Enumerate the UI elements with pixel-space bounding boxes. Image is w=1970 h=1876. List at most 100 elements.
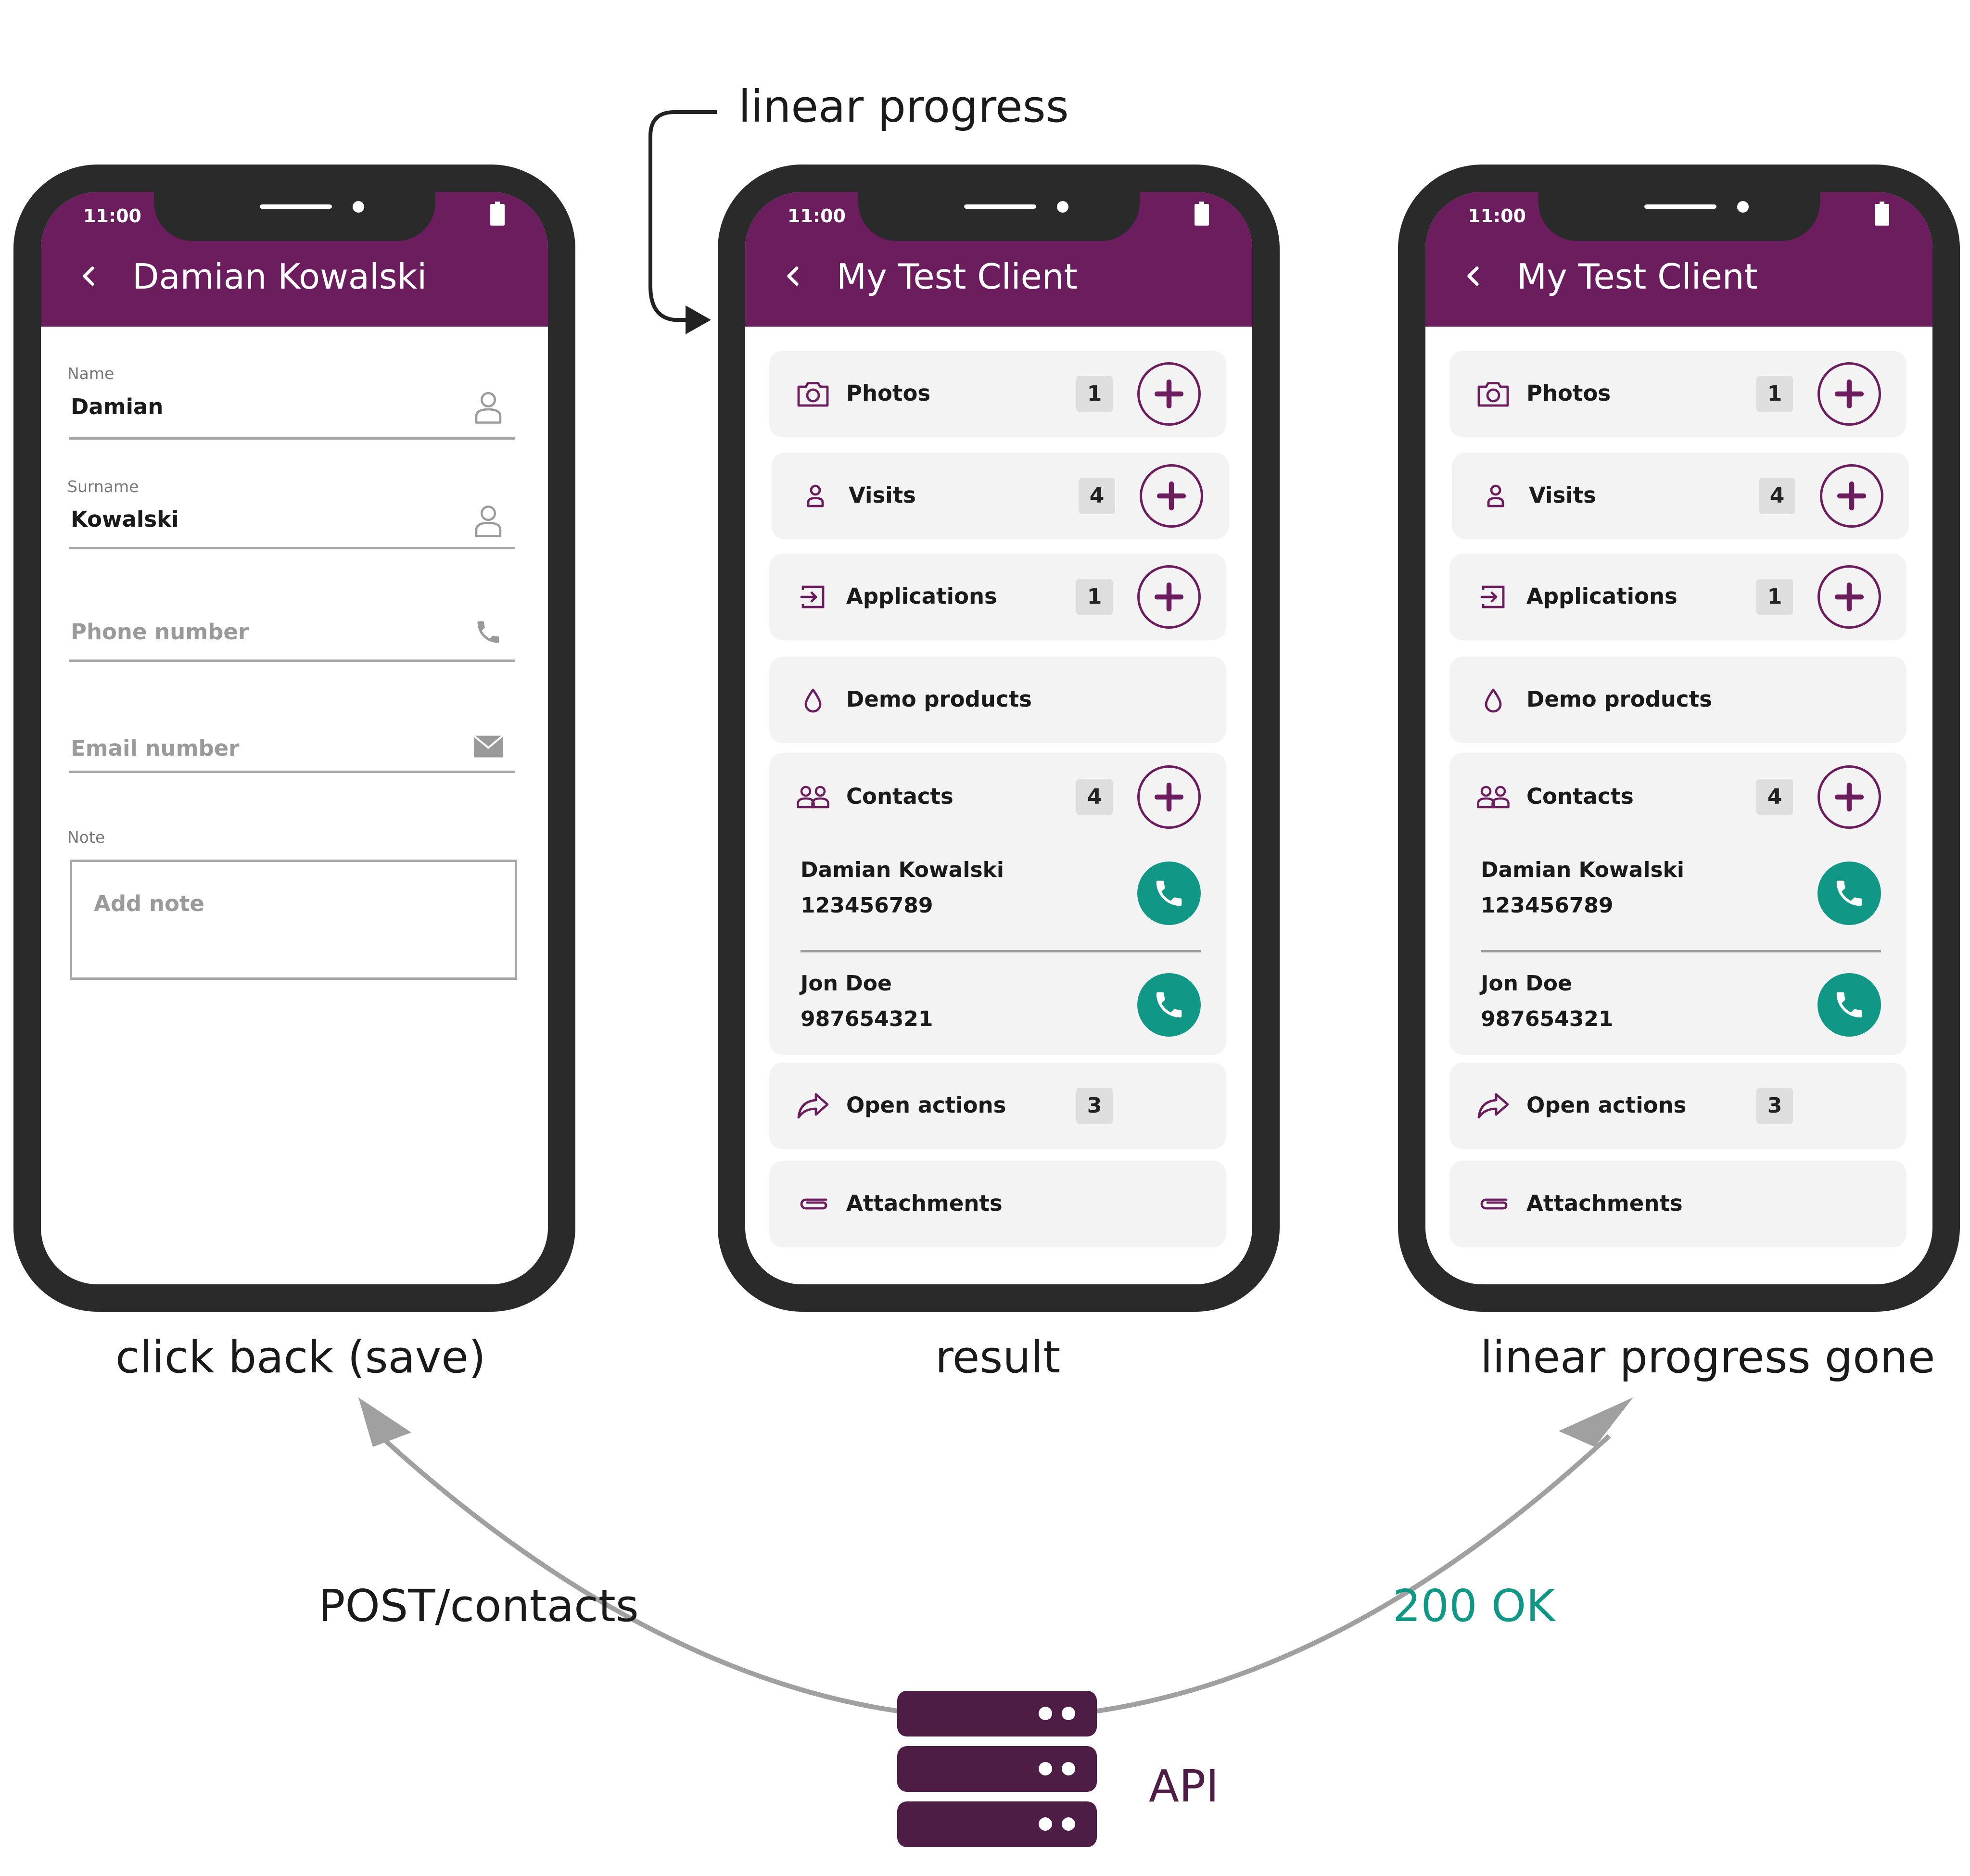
phone-screen: 11:00 My Test Client Photos 1 Visits 4 A…	[1425, 192, 1932, 1284]
applications-count-badge: 1	[1076, 579, 1113, 615]
attachments-row[interactable]: Attachments	[1449, 1161, 1906, 1247]
contact-name: Jon Doe	[801, 971, 892, 996]
contact-name: Damian Kowalski	[1481, 858, 1684, 882]
phone-screen: 11:00 My Test Client Photos 1 Visits 4 A…	[745, 192, 1252, 1284]
photos-label: Photos	[1526, 380, 1611, 406]
contacts-label: Contacts	[1526, 784, 1634, 809]
contact-phone: 987654321	[801, 1007, 933, 1031]
add-application-button[interactable]	[1817, 565, 1881, 629]
applications-label: Applications	[1526, 583, 1678, 609]
note-placeholder: Add note	[94, 891, 204, 916]
photos-row[interactable]: Photos 1	[769, 351, 1226, 437]
contact-divider	[1481, 950, 1881, 952]
phone-notch	[858, 192, 1140, 241]
phone-client-final: 11:00 My Test Client Photos 1 Visits 4 A…	[1398, 165, 1960, 1312]
status-time: 11:00	[1468, 205, 1526, 227]
contact-name: Damian Kowalski	[801, 858, 1004, 882]
call-button[interactable]	[1137, 973, 1201, 1037]
contact-phone: 987654321	[1481, 1007, 1614, 1031]
visits-count-badge: 4	[1759, 478, 1795, 514]
add-contact-button[interactable]	[1137, 765, 1201, 829]
surname-underline	[69, 547, 515, 549]
caption-click-back: click back (save)	[115, 1331, 486, 1383]
note-textarea[interactable]: Add note	[70, 860, 517, 980]
email-field[interactable]: Email number	[71, 735, 240, 761]
linear-progress-arrow	[648, 110, 717, 334]
attachments-label: Attachments	[1526, 1191, 1683, 1216]
visits-row[interactable]: Visits 4	[1452, 453, 1909, 539]
contacts-label: Contacts	[846, 784, 953, 809]
call-button[interactable]	[1817, 862, 1881, 925]
server-icon	[897, 1691, 1097, 1847]
demo-products-label: Demo products	[1526, 686, 1712, 712]
applications-count-badge: 1	[1756, 579, 1793, 615]
visits-count-badge: 4	[1079, 478, 1115, 514]
phone-edit-contact: 11:00 Damian Kowalski Name Damian Surnam…	[13, 165, 575, 1312]
open-actions-row[interactable]: Open actions 3	[1449, 1063, 1906, 1149]
attachments-label: Attachments	[846, 1191, 1003, 1216]
status-time: 11:00	[83, 205, 141, 227]
contact-name: Jon Doe	[1481, 971, 1572, 996]
photos-count-badge: 1	[1756, 376, 1793, 412]
caption-result: result	[935, 1331, 1061, 1383]
attachments-row[interactable]: Attachments	[769, 1161, 1226, 1247]
open-actions-count-badge: 3	[1756, 1088, 1793, 1124]
note-label: Note	[67, 828, 105, 847]
visits-label: Visits	[849, 482, 916, 508]
demo-products-row[interactable]: Demo products	[1449, 657, 1906, 743]
contacts-card: Contacts 4 Damian Kowalski 123456789 Jon…	[1449, 753, 1906, 1055]
visits-row[interactable]: Visits 4	[772, 453, 1229, 539]
add-photo-button[interactable]	[1817, 362, 1881, 426]
phone-notch	[154, 192, 435, 241]
name-label: Name	[67, 364, 114, 383]
call-button[interactable]	[1817, 973, 1881, 1037]
app-bar: 11:00 Damian Kowalski	[41, 192, 548, 327]
photos-count-badge: 1	[1076, 376, 1113, 412]
demo-products-label: Demo products	[846, 686, 1032, 712]
contact-phone: 123456789	[1481, 893, 1614, 918]
email-underline	[69, 771, 515, 773]
photos-row[interactable]: Photos 1	[1449, 351, 1906, 437]
contact-phone: 123456789	[801, 893, 933, 918]
surname-label: Surname	[67, 477, 139, 496]
photos-label: Photos	[846, 380, 931, 406]
page-title: Damian Kowalski	[132, 256, 427, 297]
linear-progress-label: linear progress	[738, 81, 1069, 132]
response-label: 200 OK	[1393, 1580, 1555, 1632]
contacts-card: Contacts 4 Damian Kowalski 123456789 Jon…	[769, 753, 1226, 1055]
applications-row[interactable]: Applications 1	[1449, 554, 1906, 640]
phone-client-result: 11:00 My Test Client Photos 1 Visits 4 A…	[718, 165, 1280, 1312]
contacts-count-badge: 4	[1756, 779, 1793, 815]
applications-row[interactable]: Applications 1	[769, 554, 1226, 640]
contact-divider	[801, 950, 1201, 952]
add-visit-button[interactable]	[1820, 464, 1883, 528]
name-field[interactable]: Damian	[71, 394, 164, 419]
open-actions-label: Open actions	[1526, 1092, 1687, 1118]
add-application-button[interactable]	[1137, 565, 1201, 629]
open-actions-count-badge: 3	[1076, 1088, 1113, 1124]
add-visit-button[interactable]	[1140, 464, 1203, 528]
phone-screen: 11:00 Damian Kowalski Name Damian Surnam…	[41, 192, 548, 1284]
visits-label: Visits	[1529, 482, 1596, 508]
call-button[interactable]	[1137, 862, 1201, 925]
demo-products-row[interactable]: Demo products	[769, 657, 1226, 743]
open-actions-label: Open actions	[846, 1092, 1006, 1118]
add-contact-button[interactable]	[1817, 765, 1881, 829]
surname-field[interactable]: Kowalski	[71, 507, 179, 532]
api-label: API	[1149, 1761, 1219, 1812]
caption-linear-progress-gone: linear progress gone	[1480, 1331, 1935, 1383]
applications-label: Applications	[846, 583, 997, 609]
status-time: 11:00	[788, 205, 846, 227]
app-bar: 11:00 My Test Client	[1425, 192, 1932, 327]
phone-underline	[69, 659, 515, 662]
page-title: My Test Client	[1517, 256, 1758, 297]
add-photo-button[interactable]	[1137, 362, 1201, 426]
name-underline	[69, 437, 515, 440]
app-bar: 11:00 My Test Client	[745, 192, 1252, 327]
phone-number-field[interactable]: Phone number	[71, 619, 249, 645]
page-title: My Test Client	[837, 256, 1078, 297]
request-label: POST/contacts	[318, 1580, 639, 1632]
open-actions-row[interactable]: Open actions 3	[769, 1063, 1226, 1149]
phone-notch	[1538, 192, 1820, 241]
